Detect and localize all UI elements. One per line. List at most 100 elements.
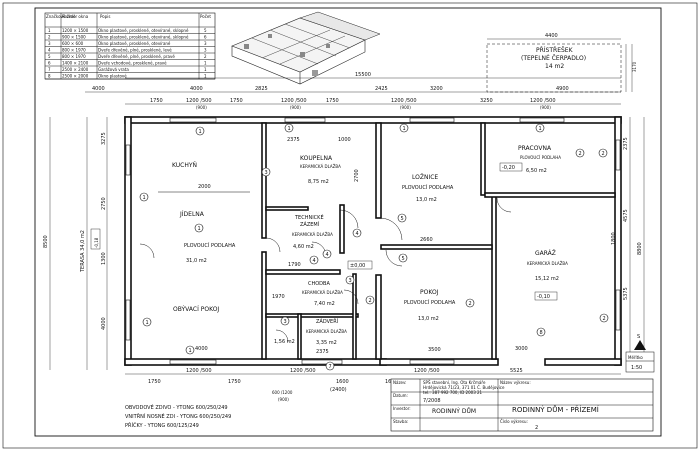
element-mark-label-0: 1 [199,129,202,135]
element-mark-label-7: 2 [602,151,605,157]
legend-cell-6-0: 7 [48,67,51,72]
top-dimension-lines: 15500 4000 4000 2825 2425 3200 4900 1750… [85,72,621,110]
element-mark-7 [598,148,608,158]
legend-cell-3-3: 3 [204,48,207,53]
carport-area-label: 14 m2 [545,63,564,70]
bottom-overall-3: (2400) [330,387,347,393]
carport-width-dim: 4400 [545,33,558,39]
element-mark-label-13: 4 [313,258,316,264]
top-sub-dim-2: 1200 /500 [186,98,212,104]
room-zadveri-area: 3,35 m2 [316,340,337,346]
terasa-label: TERASA 34,0 m2 [80,230,86,273]
top-dim-3: 2825 [255,86,268,92]
element-mark-label-12: 4 [356,231,359,237]
room-pracovna-area: 6,50 m2 [526,168,547,174]
scale-value: 1:50 [631,365,642,371]
legend-cell-6-1: 2500 × 2400 [62,67,89,72]
legend-cell-3-1: 800 × 1970 [62,48,86,53]
element-mark-label-20: 1 [189,348,192,354]
interior-dim-2700: 2700 [354,169,360,182]
carport-subtitle: (TEPELNÉ ČERPADLO) [521,54,586,62]
right-dim-3: 5375 [623,287,629,300]
door-label-1: 600 /1200 [272,390,293,395]
room-zadveri-floor: KERAMICKÁ DLAŽBA [306,329,347,334]
legend-cell-7-2: Okno plastové [98,74,127,79]
title-investor: RODINNÝ DŮM [432,408,476,415]
legend-cell-4-2: Dveře dřevěné, plné, prosklené, pravé [98,54,175,59]
legend-cell-3-0: 4 [48,48,51,53]
north-label: S [637,334,640,340]
legend-cell-0-3: 5 [204,28,207,33]
top-sub-dim-9: 1200 /500 [530,98,556,104]
legend-cell-2-0: 3 [48,41,51,46]
room-pokoj-floor: PLOVOUCÍ PODLAHA [404,299,456,306]
legend-cell-0-2: Okno plastové, prosklené, otevírané, skl… [98,28,189,33]
top-dim-5: 3200 [430,86,443,92]
door-label-2: (900) [278,397,289,402]
bottom-dim-9: 5525 [510,368,523,374]
legend-cell-2-2: Okno plastové, prosklené, otevírané [98,41,171,46]
element-mark-6 [535,123,545,133]
title-project-label: Stavba: [393,419,408,424]
element-mark-label-19: 8 [540,330,543,336]
legend-cell-1-0: 2 [48,35,51,40]
title-drawing-label: Název výkresu: [500,380,531,385]
element-mark-8 [599,313,609,323]
element-mark-label-3: 1 [146,320,149,326]
bottom-dim-1: 1750 [148,379,161,385]
element-mark-label-17: 2 [369,298,372,304]
element-mark-3 [142,317,152,327]
legend-cell-1-1: 900 × 1500 [62,35,86,40]
element-mark-10 [261,167,271,177]
interior-dim-2375b: 2375 [316,349,329,355]
element-mark-label-5: 1 [403,126,406,132]
top-sub-dim-7: 1200 /500 [391,98,417,104]
legend-cell-5-2: Dveře vchodové, prosklené, pravé [98,61,167,66]
interior-dim-1790: 1790 [288,262,301,268]
legend-cell-2-3: 3 [204,41,207,46]
legend-header-col3: Popis [100,14,110,19]
top-dim-2: 4000 [190,86,203,92]
carport-name: PŘÍSTŘEŠEK [536,46,574,54]
bottom-overall-5: 3000 [515,346,528,352]
element-mark-11 [322,249,332,259]
legend-cell-4-3: 2 [204,54,207,59]
bottom-dim-4: 1200 /500 [290,368,316,374]
element-mark-label-11: 4 [326,252,329,258]
room-garaz-area: 15,12 m2 [535,276,559,282]
element-mark-label-1: 1 [198,226,201,232]
left-dimension-lines: 8500 TERASA 34,0 m2 3275 2750 1300 4000 [43,117,108,370]
top-sub-dim-8: 3250 [480,98,493,104]
room-pracovna-name: PRACOVNA [518,145,552,152]
right-dim-1: 2375 [623,137,629,150]
element-mark-19 [536,327,546,337]
element-mark-2 [139,192,149,202]
element-mark-12 [352,228,362,238]
top-dim-1: 4000 [92,86,105,92]
window-label-2: (900) [290,105,301,110]
room-koupelna-name: KOUPELNA [300,155,333,162]
window-label-1: (900) [196,105,207,110]
level-zero: ±0,00 [350,263,365,269]
wall-legend-1: OBVODOVÉ ZDIVO - YTONG 600/250/249 [125,403,228,411]
element-mark-label-4: 1 [288,126,291,132]
title-org-line3: tel.: 387 992 700, ID 2003 21 [423,390,483,395]
top-sub-dim-3: 1750 [230,98,243,104]
wall-legend: OBVODOVÉ ZDIVO - YTONG 600/250/249 VNITŘ… [125,403,231,429]
element-mark-14 [398,253,408,263]
room-pokoj-name: POKOJ [420,289,439,296]
window-label-4: (900) [540,105,551,110]
element-mark-0 [195,126,205,136]
interior-dim-1970: 1970 [272,294,285,300]
level-marks: ±0,00 -0,10 -0,18 -0,20 [90,162,558,301]
title-org-line2: Hrdějovická 71/23, 371 01 Č. Budějovice [423,385,505,390]
window-label-3: (900) [400,105,411,110]
interior-dim-1000: 1000 [338,137,351,143]
windows [125,117,621,365]
element-mark-16 [345,275,355,285]
legend-cell-4-1: 800 × 1970 [62,54,86,59]
level-garage: -0,10 [537,294,550,300]
legend-cell-5-3: 1 [204,61,207,66]
